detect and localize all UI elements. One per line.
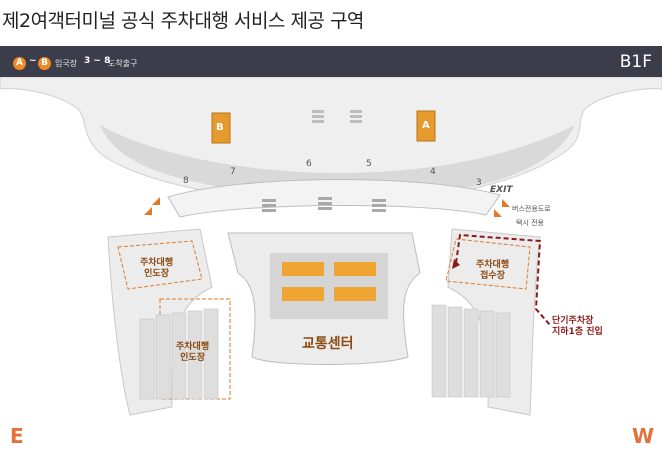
transport-center-gates [282, 262, 376, 301]
gate-7: 7 [230, 167, 236, 177]
exit-label: EXIT [490, 185, 513, 195]
gate-4: 4 [430, 167, 436, 177]
handover-top-label: 주차대행 인도장 [140, 258, 174, 280]
short-term-route [455, 233, 551, 326]
handover-lower-label: 주차대행 인도장 [176, 342, 210, 364]
legend-exit-kind: 도착출구 [108, 59, 138, 68]
terminal-map [0, 77, 662, 416]
gate-8: 8 [183, 176, 189, 186]
left-parking-stalls [139, 308, 219, 400]
counter-b [211, 112, 231, 144]
terminal-inner [100, 125, 575, 197]
legend-range: 3 ~ 8 [84, 56, 111, 66]
reception-label: 주차대행 접수장 [476, 260, 510, 282]
counter-b-label: B [216, 122, 224, 133]
legend-gate-kind: 입국장 [55, 59, 78, 68]
arrows-west [494, 199, 510, 217]
gate-6: 6 [306, 159, 312, 169]
arrows-east [144, 197, 160, 215]
reception-zone [445, 238, 531, 290]
badge-b: B [38, 57, 51, 70]
short-term-note: 단기주차장 지하1층 진입 [552, 316, 603, 338]
route-arrow [452, 259, 460, 269]
taxi-only-label: 택시 전용 [516, 219, 544, 227]
escalators-mid [262, 197, 386, 212]
right-parking-stalls [431, 304, 511, 398]
gate-3: 3 [476, 178, 482, 188]
compass-east: E [10, 424, 24, 448]
compass-west: W [632, 424, 655, 448]
counter-a-label: A [422, 120, 430, 131]
gate-5: 5 [366, 159, 372, 169]
bus-only-label: 버스전용도로 [512, 205, 551, 213]
badge-a: A [13, 57, 26, 70]
arrival-walkway [167, 178, 501, 218]
transport-center-label: 교통센터 [302, 336, 354, 352]
counter-a [416, 110, 436, 142]
handover-zone-top [117, 240, 203, 290]
escalators-top [312, 110, 362, 123]
page-title: 제2여객터미널 공식 주차대행 서비스 제공 구역 [2, 10, 364, 32]
floor-label: B1F [619, 52, 652, 72]
legend-bar: A ~ B 입국장 3 ~ 8 도착출구 B1F [0, 46, 662, 77]
legend-tilde: ~ [29, 56, 37, 66]
